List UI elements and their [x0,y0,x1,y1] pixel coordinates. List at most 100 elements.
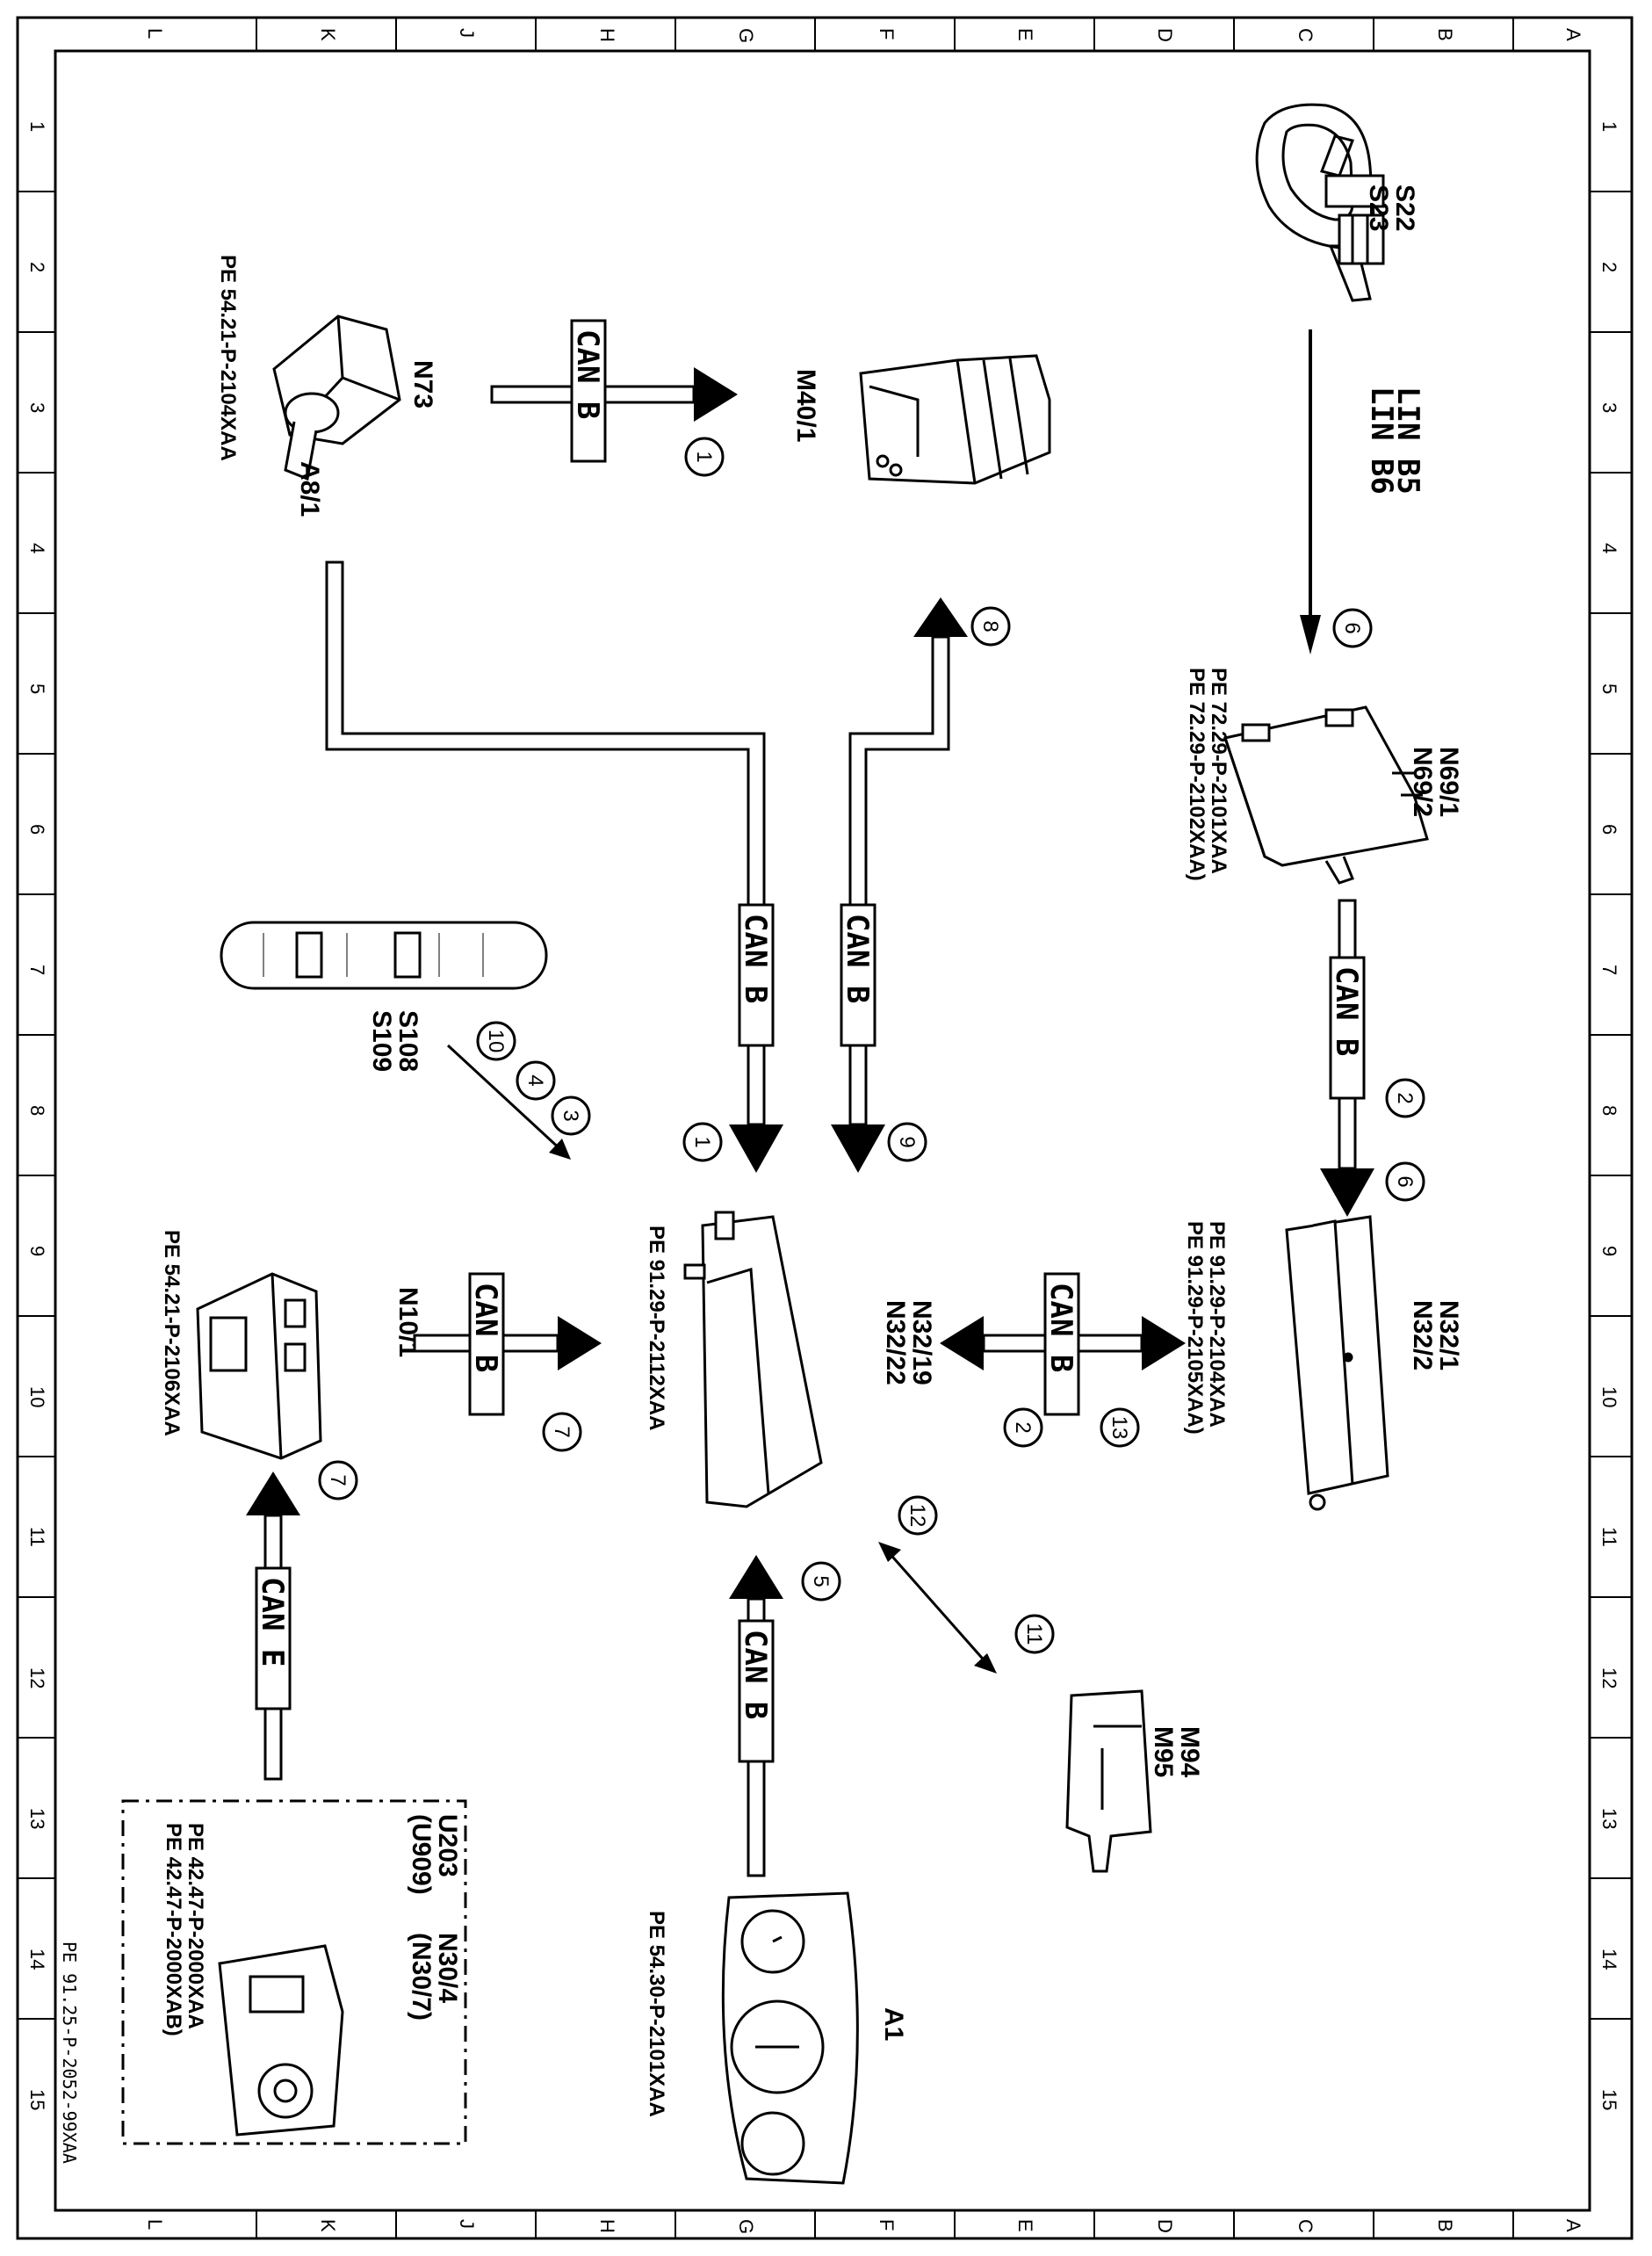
bus-label-can-b-left-path: CAN B [738,903,775,1047]
column-label-A: A [1562,28,1584,41]
marker-number-1: 1 [690,1136,714,1147]
row-label-3: 3 [1598,402,1620,413]
column-label-K: K [317,2219,339,2232]
row-label-6: 6 [1598,824,1620,835]
inner-frame [54,49,1591,2212]
marker-number-8: 8 [978,620,1002,632]
row-label-1: 1 [26,121,48,132]
bus-label-can-b-right-path: CAN B [840,903,876,1047]
svg-text:CAN B: CAN B [570,329,605,419]
marker-number-5: 5 [809,1575,833,1587]
marker-number-3: 3 [559,1110,582,1121]
ref-n69-1: PE 72.29-P-2101XAA [1207,668,1230,874]
svg-text:CAN B: CAN B [840,914,875,1003]
ref-n73: PE 54.21-P-2104XAA [216,255,240,461]
label-a8: A8/1 [295,461,324,517]
thin-arrows [446,1044,997,1674]
ref-n10: PE 54.21-P-2106XAA [160,1230,184,1436]
label-n32-1: N32/1 [1434,1300,1463,1370]
label-n30-4: N30/4 [433,1933,462,2003]
column-label-D: D [1154,28,1176,42]
row-label-13: 13 [1598,1808,1620,1829]
label-m95: M95 [1149,1726,1178,1777]
marker-number-11: 11 [1022,1623,1046,1645]
marker-circle-5 [801,1561,841,1602]
row-label-9: 9 [1598,1246,1620,1256]
marker-number-2: 2 [1393,1092,1417,1103]
bus-label-can-b-n32-1: CAN B [1043,1272,1080,1416]
row-ticks [18,191,1632,2020]
roof-control-unit-icon [1223,705,1429,885]
column-label-H: H [596,2219,618,2233]
svg-text:CAN B: CAN B [1043,1283,1078,1372]
marker-number-4: 4 [523,1074,547,1086]
row-label-8: 8 [26,1105,48,1116]
label-n32-22: N32/22 [881,1300,910,1385]
label-n69-2: N69/2 [1408,747,1437,817]
marker-circle-8 [970,606,1011,647]
column-label-H: H [596,28,618,42]
column-label-J: J [456,28,478,38]
marker-number-7: 7 [550,1426,574,1437]
row-label-8: 8 [1598,1105,1620,1116]
ref-n30-1: PE 42.47-P-2000XAA [184,1823,207,2029]
row-label-2: 2 [26,262,48,272]
marker-number-6: 6 [1393,1175,1417,1187]
row-label-10: 10 [1598,1386,1620,1407]
svg-text:CAN B: CAN B [468,1283,503,1372]
row-label-15: 15 [1598,2089,1620,2110]
label-n30-7: (N30/7) [407,1933,436,2021]
row-label-4: 4 [26,543,48,553]
column-label-G: G [735,28,757,43]
sam-module-n10-icon [196,1272,322,1460]
row-label-12: 12 [26,1667,48,1688]
label-m40: M40/1 [791,369,820,442]
row-label-2: 2 [1598,262,1620,272]
marker-circle-12 [898,1495,938,1536]
svg-text:CAN B: CAN B [738,1630,773,1719]
ref-a1: PE 54.30-P-2101XAA [645,1911,668,2117]
lin-arrow [1300,329,1321,654]
label-s22: S22 [1390,184,1419,231]
marker-circle-6 [1332,608,1373,648]
marker-circle-3 [551,1095,591,1136]
column-label-L: L [144,28,166,39]
marker-number-2: 2 [1011,1421,1035,1433]
label-u909: (U909) [407,1814,436,1895]
marker-circle-1 [684,437,725,477]
column-label-C: C [1295,28,1317,42]
row-label-7: 7 [26,965,48,975]
marker-circle-13 [1100,1407,1140,1448]
bus-label-can-e: CAN E [255,1566,292,1710]
option-u203-box [121,1799,467,2145]
seat-module-n32-19-icon [683,1211,823,1508]
seat-module-n32-1-icon [1285,1215,1389,1511]
column-label-E: E [1014,2219,1036,2232]
label-m94: M94 [1175,1726,1204,1778]
marker-circle-7 [542,1412,582,1452]
bus-label-can-b-top: CAN B [570,319,607,463]
label-lin-b6: LIN B6 [1364,387,1399,495]
ignition-switch-icon [272,315,401,481]
ref-n32-1b: PE 91.29-P-2105XAA) [1183,1221,1207,1435]
column-label-K: K [317,28,339,41]
label-n73: N73 [408,360,437,409]
label-n69-1: N69/1 [1434,747,1463,817]
bus-lines [263,385,1357,1877]
column-label-B: B [1434,2219,1456,2232]
row-label-5: 5 [26,683,48,694]
svg-text:CAN E: CAN E [255,1577,290,1667]
marker-circle-2 [1003,1407,1043,1448]
ref-n30-2: PE 42.47-P-2000XAB) [162,1823,185,2036]
seat-control-panel-icon [220,921,548,990]
bus-label-can-b-n10: CAN B [468,1272,505,1416]
label-lin-b5: LIN B5 [1390,387,1425,495]
marker-number-12: 12 [905,1504,929,1528]
ref-n69-2: PE 72.29-P-2102XAA) [1185,668,1208,881]
ref-n32-19: PE 91.29-P-2112XAA [645,1226,668,1430]
